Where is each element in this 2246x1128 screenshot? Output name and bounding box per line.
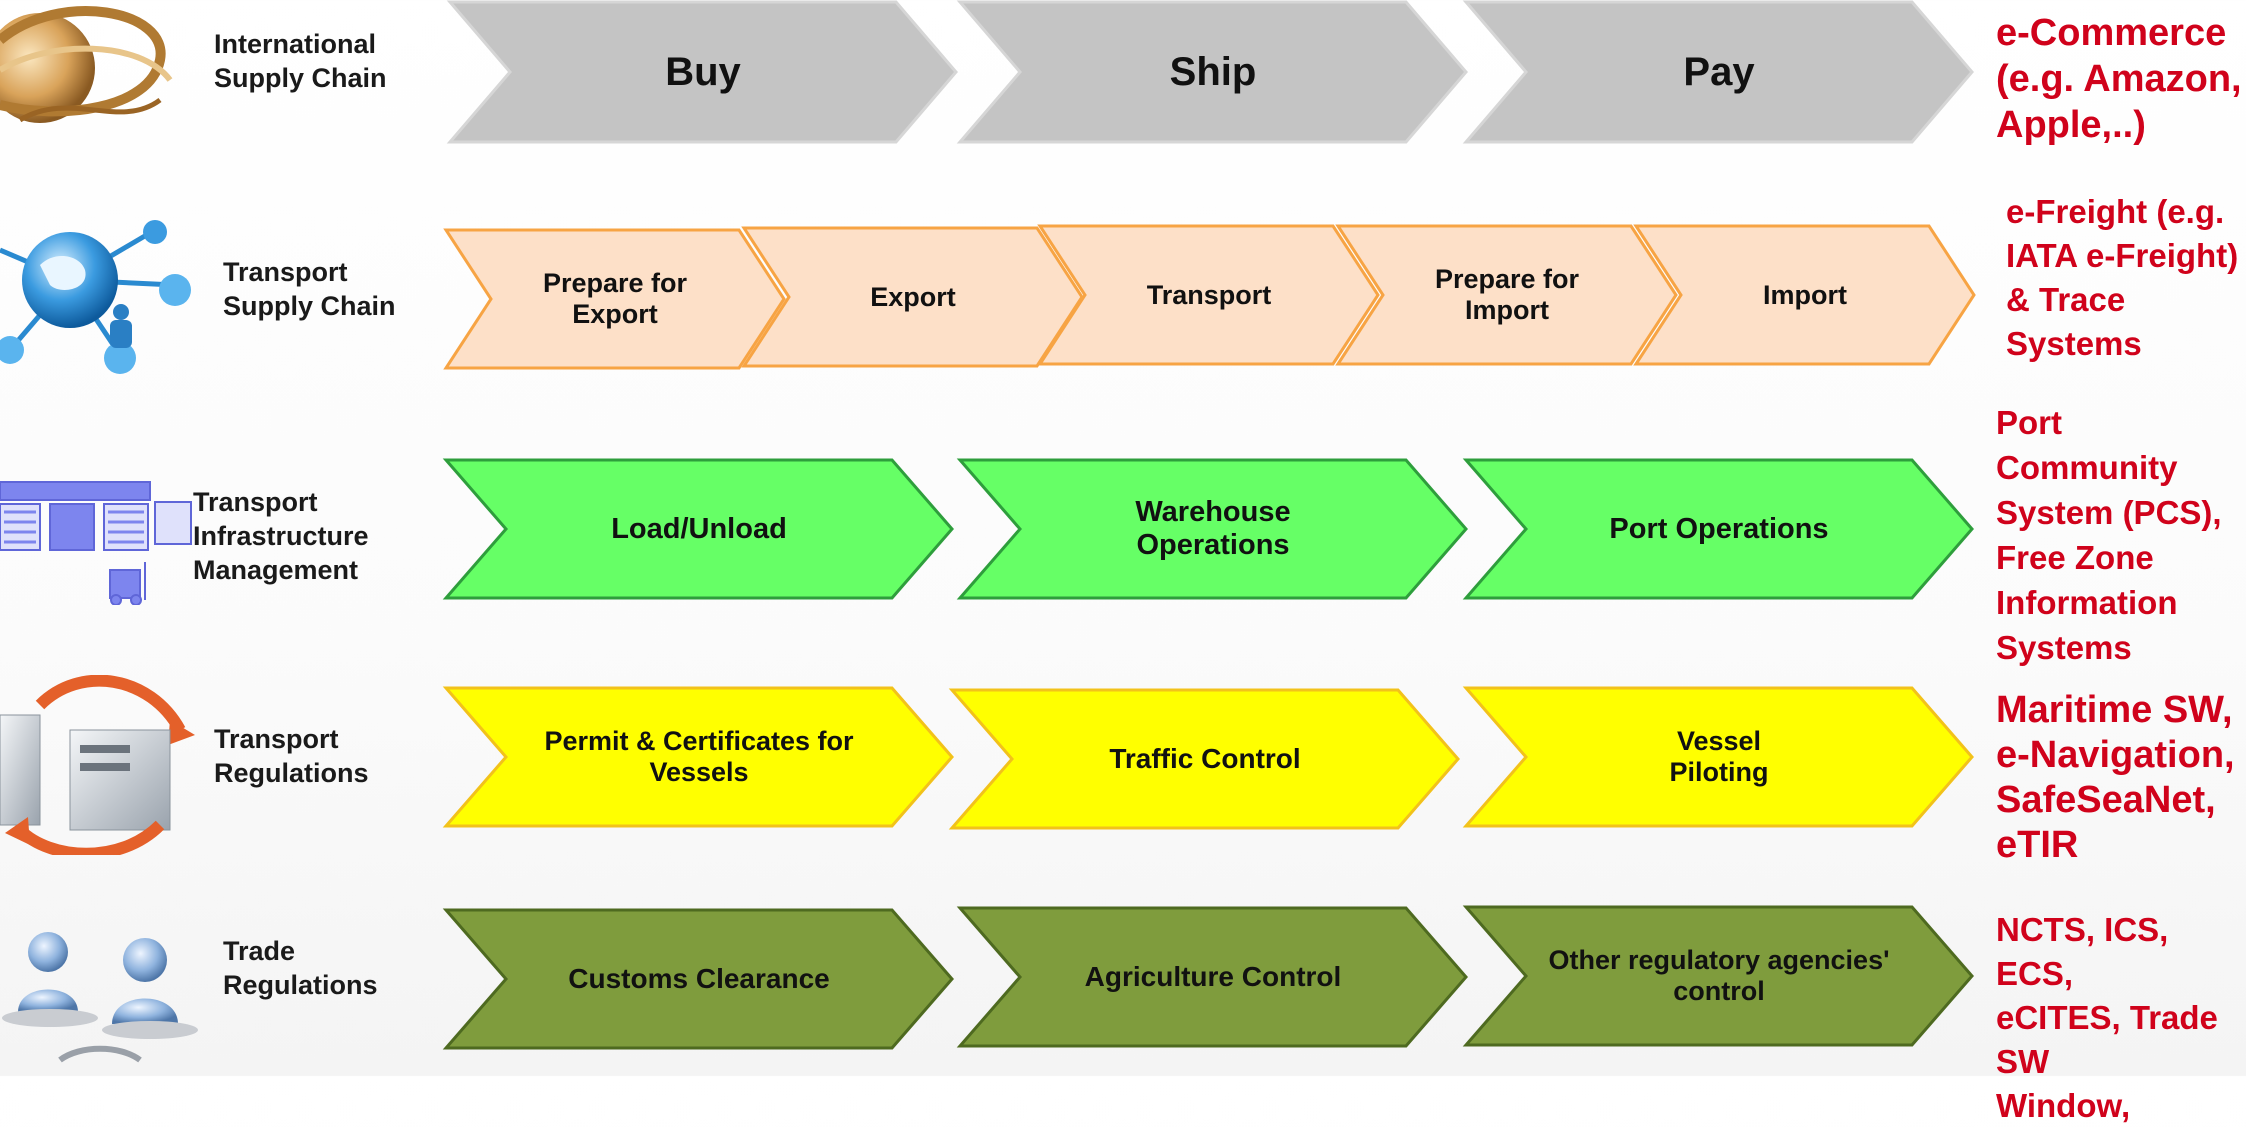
row-transport-regulations: Transport Regulations Permit & Certifica… [0,660,2246,870]
row-label: Transport Supply Chain [223,257,396,321]
chevron-step: Customs Clearance [442,908,954,1050]
step-label: Transport [1146,279,1272,310]
chevron-step: Vessel Piloting [1462,686,1974,828]
chevron-step: Port Operations [1462,458,1974,600]
globe-ribbon-icon [0,6,173,123]
row-label: International Supply Chain [214,29,387,93]
chevron-step: Traffic Control [948,688,1460,830]
step-label: Pay [1683,49,1755,94]
step-label: Agriculture Control [1084,961,1342,992]
chevron-step: Prepare for Import [1335,224,1678,366]
row-label: Transport Infrastructure Management [193,487,369,585]
example-systems-text: NCTS, ICS, ECS, eCITES, Trade SW Window, [1996,911,2218,1124]
step-label: Buy [665,49,741,94]
step-label: Vessel Piloting [1669,726,1769,787]
step-label: Prepare for Import [1434,264,1580,325]
row-trade-regulations: Trade Regulations Customs Clearance Agri… [0,890,2246,1124]
step-label: Port Operations [1609,512,1829,545]
step-label: Other regulatory agencies' control [1548,945,1890,1006]
chevron-step: Warehouse Operations [956,458,1468,600]
chevron-step: Prepare for Export [443,228,786,370]
row-transport-supply-chain: Transport Supply Chain Prepare for Expor… [0,190,2246,390]
servers-exchange-icon [0,675,195,855]
chevron-step: Load/Unload [442,458,954,600]
step-label: Traffic Control [1109,743,1301,774]
example-systems-text: Maritime SW, e-Navigation, SafeSeaNet, e… [1996,689,2235,866]
step-label: Permit & Certificates for Vessels [544,726,854,787]
warehouse-forklift-icon [0,481,192,605]
network-globe-icon [0,220,191,374]
chevron-step: Ship [956,0,1468,144]
chevron-step: Pay [1462,0,1974,144]
chevron-step: Permit & Certificates for Vessels [442,686,954,828]
chevron-step: Transport [1037,224,1380,366]
example-systems-text: e-Commerce (e.g. Amazon, Apple,..) [1996,12,2242,146]
chevron-step: Other regulatory agencies' control [1462,905,1974,1047]
step-label: Load/Unload [611,512,787,545]
step-label: Ship [1169,49,1257,94]
row-label: Transport Regulations [214,724,369,788]
chevron-step: Buy [446,0,958,144]
example-systems-text: e-Freight (e.g. IATA e-Freight) & Trace … [2006,193,2239,362]
people-scale-icon [2,932,198,1063]
chevron-step: Agriculture Control [956,906,1468,1048]
chevron-step: Import [1633,224,1976,366]
row-label: Trade Regulations [223,936,378,1000]
step-label: Import [1763,279,1847,310]
step-label: Warehouse Operations [1135,496,1291,561]
row-international-supply-chain: International Supply Chain Buy Ship Pay … [0,0,2246,150]
step-label: Prepare for Export [542,268,688,329]
chevron-step: Export [741,226,1084,368]
step-label: Export [870,281,956,312]
row-transport-infrastructure: Transport Infrastructure Management Load… [0,404,2246,666]
step-label: Customs Clearance [568,963,830,994]
example-systems-text: Port Community System (PCS), Free Zone I… [1996,404,2222,666]
